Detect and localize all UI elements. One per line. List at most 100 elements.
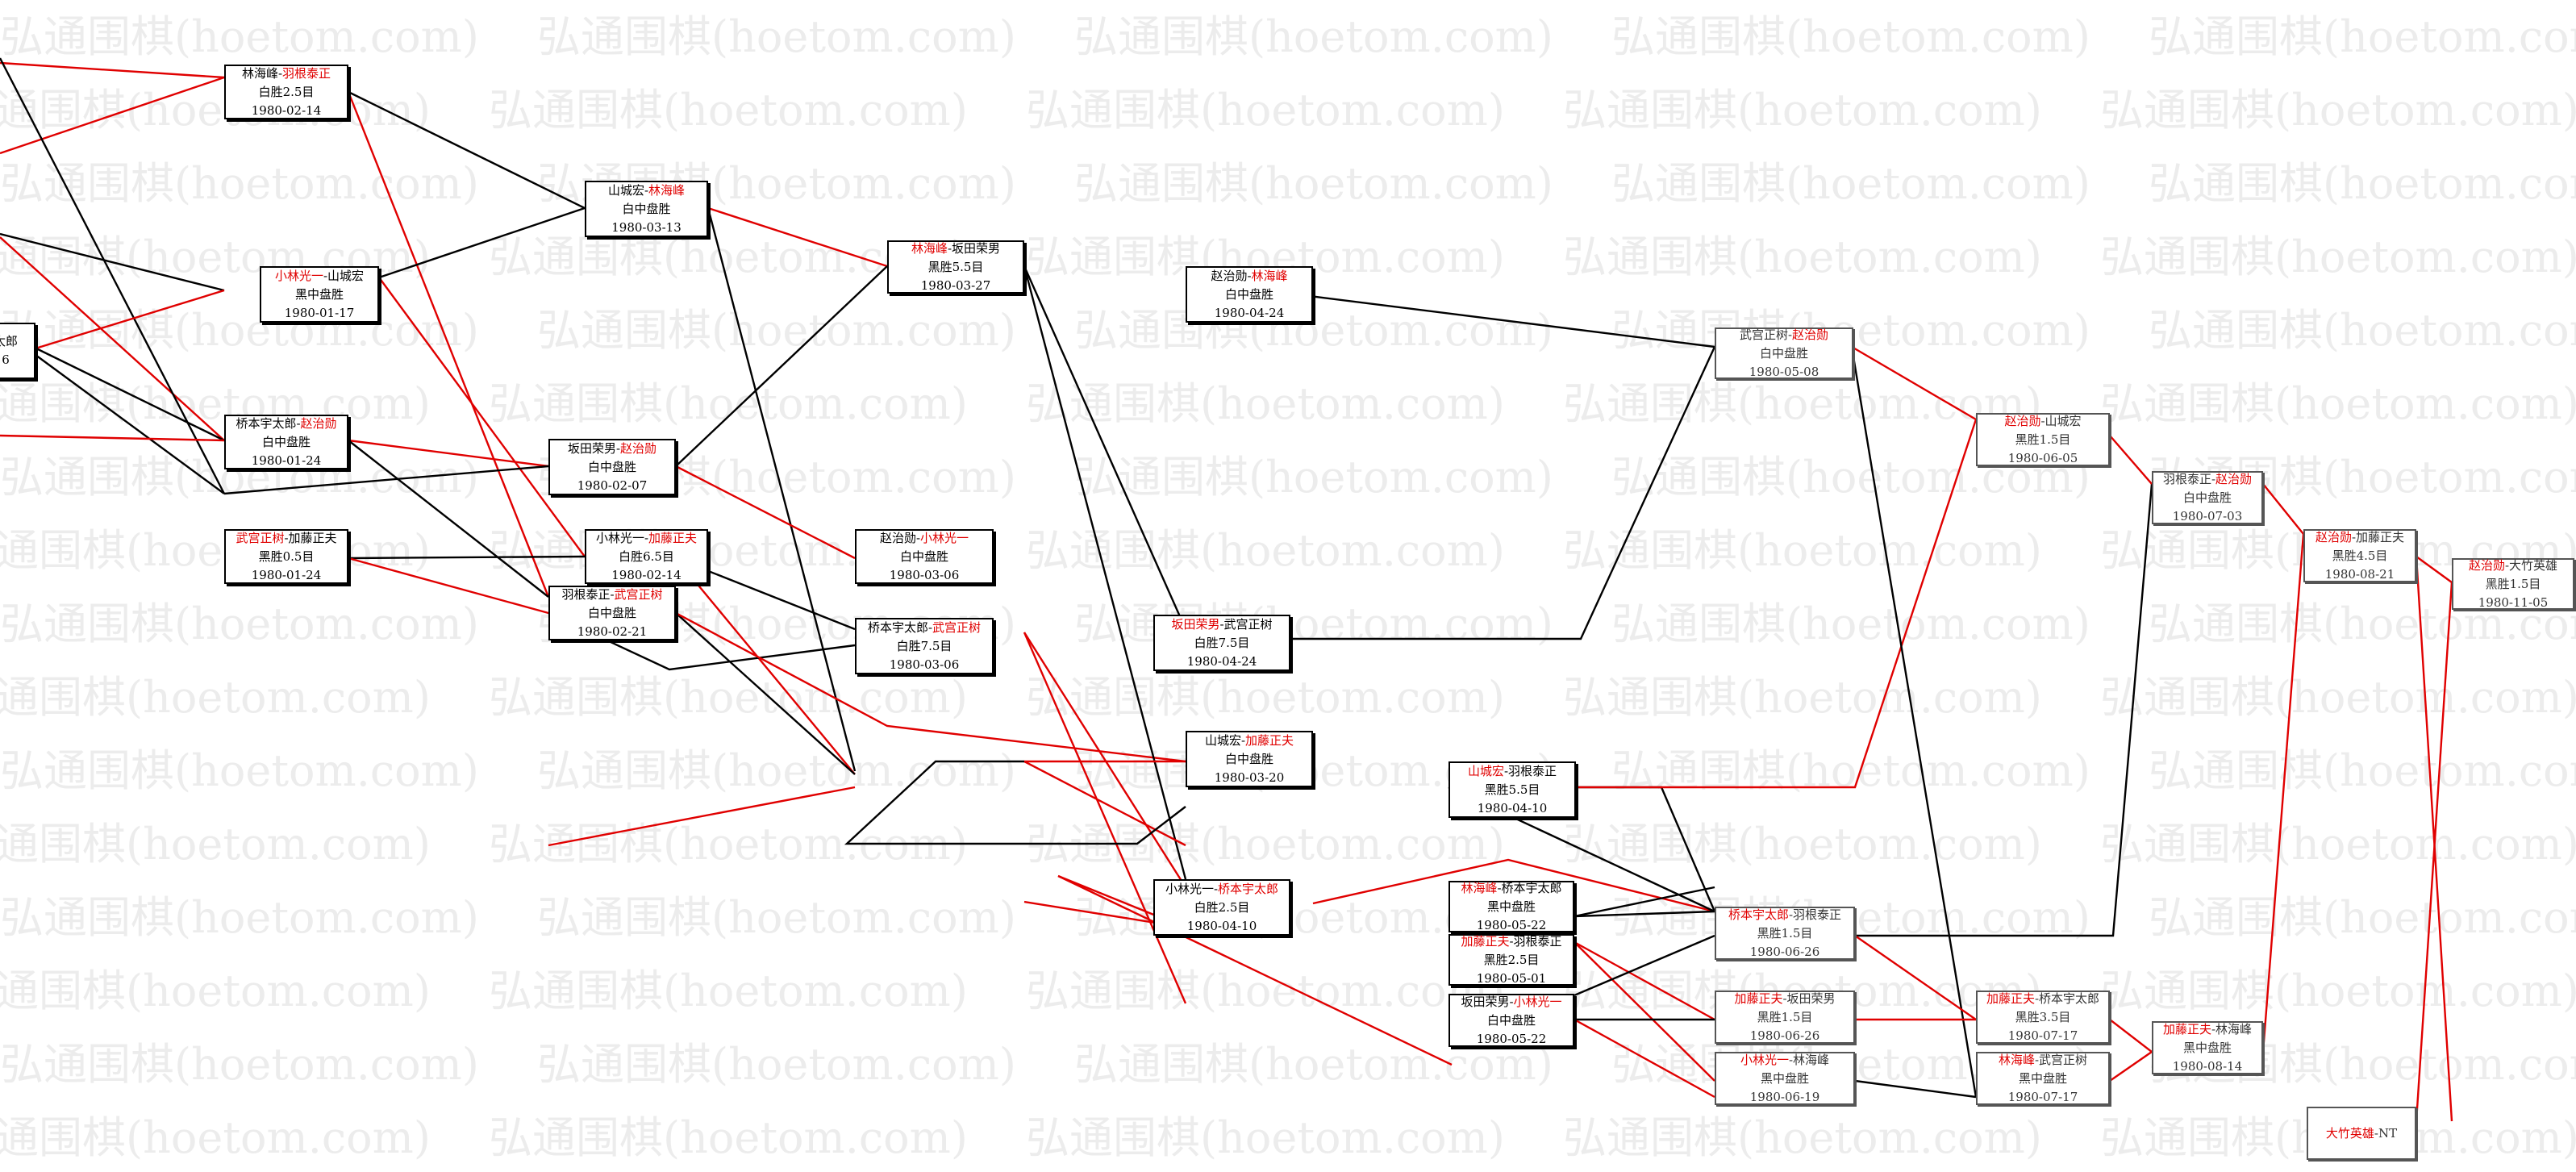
watermark-text: 弘通围棋(hoetom.com) <box>0 11 479 62</box>
game-result: 黑胜1.5目 <box>1757 1009 1813 1024</box>
game-result: 白中盘胜 <box>587 605 636 620</box>
player-black: 加藤正夫 <box>2162 1021 2211 1036</box>
game-date: 1980-05-08 <box>1749 364 1819 379</box>
watermark-text: 弘通围棋(hoetom.com) <box>489 966 968 1016</box>
game-result: 黑胜4.5目 <box>2332 548 2388 563</box>
watermark-text: 弘通围棋(hoetom.com) <box>537 745 1016 796</box>
player-black: 林海峰 <box>911 240 948 256</box>
player-separator: - <box>323 268 328 283</box>
game-players: 赵治勋-小林光一 <box>880 529 969 548</box>
game-players: 小林光一-加藤正夫 <box>596 529 697 548</box>
player-black: 加藤正夫 <box>1734 991 1783 1006</box>
player-separator: - <box>1219 616 1224 632</box>
player-black: 桥本宇太郎 <box>867 619 928 635</box>
watermark-text: 弘通围棋(hoetom.com) <box>1026 378 1505 429</box>
player-white: 桥本宇太郎 <box>1218 881 1279 896</box>
game-result: 黑中盘胜 <box>294 286 344 302</box>
game-players: 加藤正夫-林海峰 <box>2163 1020 2252 1039</box>
game-date: 1980-01-24 <box>251 453 322 468</box>
player-separator: - <box>1503 763 1509 778</box>
game-players: 山城宏-林海峰 <box>608 181 685 200</box>
watermark-text: 弘通围棋(hoetom.com) <box>1563 819 2042 870</box>
game-players: 山城宏-羽根泰正 <box>1468 762 1557 781</box>
game-players: 加藤正夫-坂田荣男 <box>1734 990 1835 1008</box>
player-black: 山城宏 <box>607 182 644 198</box>
watermark-text: 弘通围棋(hoetom.com) <box>1026 966 1505 1016</box>
player-separator: - <box>277 65 283 81</box>
player-white: 羽根泰正 <box>1793 907 1842 922</box>
game-box: 大竹英雄-NT <box>2307 1107 2416 1160</box>
player-black: 坂田荣男 <box>1171 616 1220 632</box>
player-white: 林海峰 <box>2215 1021 2253 1036</box>
player-black: 坂田荣男 <box>567 440 616 456</box>
player-white: 加藤正夫 <box>2356 529 2405 544</box>
player-separator: - <box>2211 1021 2216 1036</box>
watermark-text: 弘通围棋(hoetom.com) <box>1074 452 1553 503</box>
game-result: 6 <box>2 352 10 367</box>
player-black: 林海峰 <box>1998 1052 2035 1067</box>
game-result: 白中盘胜 <box>1759 345 1808 361</box>
player-white: 桥本宇太郎 <box>1501 880 1562 895</box>
game-result: 黑胜0.5目 <box>258 548 315 564</box>
game-box: 太郎6 <box>0 323 35 379</box>
game-date: 1980-11-05 <box>2478 594 2549 610</box>
player-separator: - <box>2351 529 2357 544</box>
player-separator: - <box>2504 557 2510 573</box>
watermark-text: 弘通围棋(hoetom.com) <box>2149 305 2576 356</box>
player-separator: - <box>1240 732 1246 748</box>
game-result: 白中盘胜 <box>1224 286 1273 302</box>
watermark-text: 弘通围棋(hoetom.com) <box>2149 892 2576 943</box>
game-result: 黑中盘胜 <box>1486 899 1536 914</box>
watermark-text: 弘通围棋(hoetom.com) <box>0 158 479 209</box>
watermark-text: 弘通围棋(hoetom.com) <box>1074 158 1553 209</box>
game-date: 1980-01-24 <box>251 567 322 582</box>
game-players: 赵治勋-大竹英雄 <box>2469 557 2557 575</box>
player-separator: - <box>915 530 921 545</box>
watermark-text: 弘通围棋(hoetom.com) <box>489 378 968 429</box>
player-separator: - <box>296 415 301 431</box>
game-result: 白中盘胜 <box>1486 1012 1536 1028</box>
game-players: 羽根泰正-赵治勋 <box>2163 470 2252 489</box>
game-result: 黑胜5.5目 <box>927 259 984 274</box>
player-black: 小林光一 <box>1740 1052 1789 1067</box>
player-white: 赵治勋 <box>2215 471 2253 486</box>
game-result: 黑中盘胜 <box>1760 1070 1809 1086</box>
player-white: 羽根泰正 <box>282 65 331 81</box>
watermark-text: 弘通围棋(hoetom.com) <box>0 672 431 723</box>
watermark-text: 弘通围棋(hoetom.com) <box>1074 305 1553 356</box>
player-white: 赵治勋 <box>1792 327 1829 342</box>
game-players: 小林光一-林海峰 <box>1740 1051 1829 1070</box>
game-date: 1980-03-13 <box>611 219 682 235</box>
watermark-text: 弘通围棋(hoetom.com) <box>1563 1112 2042 1163</box>
game-date: 1980-04-24 <box>1214 305 1285 320</box>
game-players: 赵治勋-林海峰 <box>1211 267 1287 286</box>
game-result: 黑胜1.5目 <box>2015 432 2071 447</box>
player-white: NT <box>2378 1125 2398 1141</box>
player-separator: - <box>1788 1052 1794 1067</box>
game-players: 大竹英雄-NT <box>2326 1124 2397 1143</box>
game-date: 1980-04-10 <box>1186 918 1257 933</box>
player-separator: - <box>1213 881 1219 896</box>
watermark-text: 弘通围棋(hoetom.com) <box>1563 672 2042 723</box>
watermark-text: 弘通围棋(hoetom.com) <box>489 672 968 723</box>
game-result: 白胜7.5目 <box>1194 635 1250 650</box>
watermark-text: 弘通围棋(hoetom.com) <box>537 305 1016 356</box>
player-black: 桥本宇太郎 <box>236 415 297 431</box>
watermark-text: 弘通围棋(hoetom.com) <box>2100 378 2576 429</box>
player-black: 加藤正夫 <box>1986 991 2035 1006</box>
